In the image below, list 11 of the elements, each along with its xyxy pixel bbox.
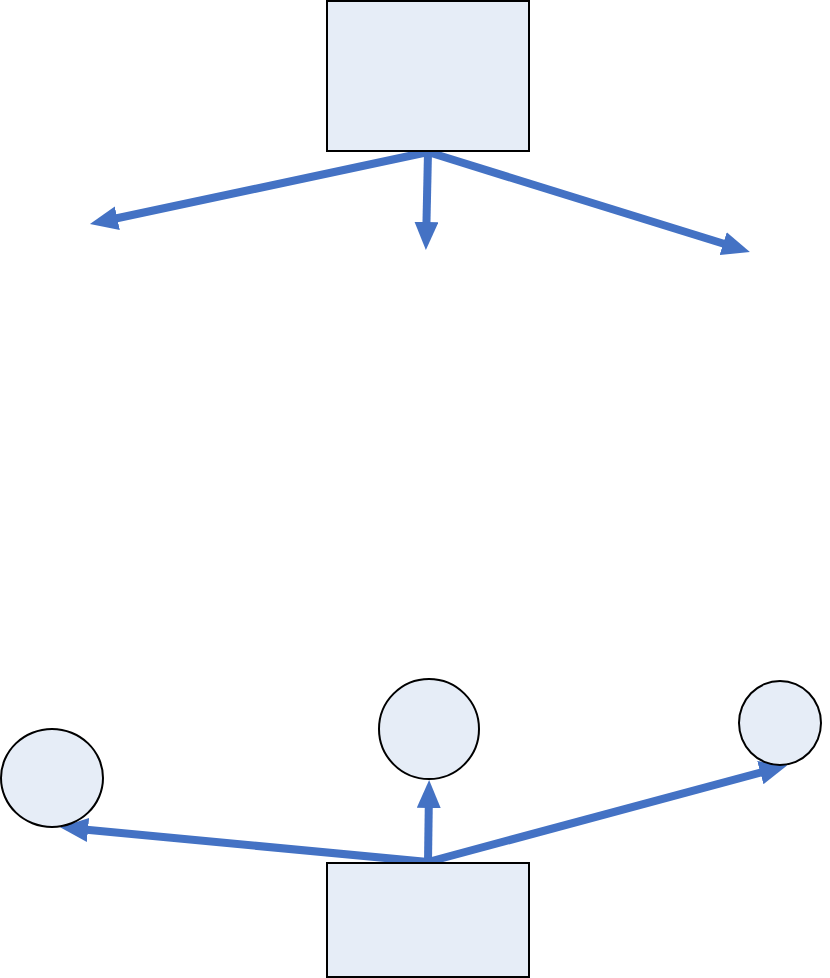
circle: [378, 678, 480, 780]
rectangle: [326, 862, 530, 978]
arrow: [426, 148, 750, 256]
arrow: [426, 761, 788, 866]
rectangle: [326, 0, 530, 152]
arrow: [414, 151, 439, 250]
arrow: [60, 818, 429, 866]
circle: [738, 680, 822, 766]
arrow: [416, 780, 441, 863]
arrow: [89, 148, 429, 230]
circle: [0, 728, 104, 828]
